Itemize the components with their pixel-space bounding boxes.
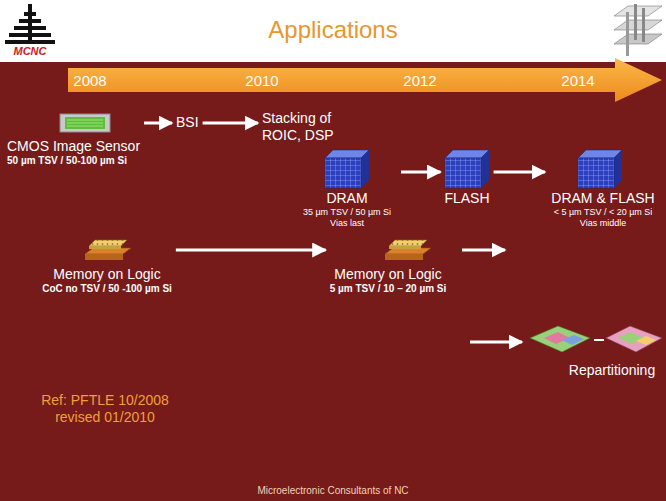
item-title: Repartitioning — [569, 362, 655, 379]
timeline-arrow — [68, 58, 662, 102]
reference-note: Ref: PFTLE 10/2008 revised 01/2010 — [30, 392, 180, 426]
application-item: BSI — [176, 114, 199, 131]
dram-stack-icon — [325, 150, 369, 188]
application-item: FLASH — [444, 148, 489, 207]
item-title: Memory on Logic — [42, 266, 172, 283]
slide-title: Applications — [268, 16, 397, 44]
logo-text: MCNC — [14, 45, 47, 58]
application-item: Memory on LogicCoC no TSV / 50 -100 µm S… — [42, 236, 172, 295]
item-title: DRAM & FLASH — [549, 190, 657, 207]
flow-arrow — [494, 171, 545, 174]
continuation-arrow — [462, 249, 505, 252]
item-spec: 50 µm TSV / 50-100 µm Si — [7, 155, 140, 167]
year-label: 2010 — [245, 72, 278, 90]
item-title: BSI — [176, 114, 199, 131]
application-item: DRAM35 µm TSV / 50 µm Si Vias last — [297, 148, 397, 229]
year-label: 2014 — [561, 72, 594, 90]
stack-illustration — [614, 4, 662, 56]
item-title: Stacking of ROIC, DSP — [262, 110, 354, 144]
application-item: Stacking of ROIC, DSP — [262, 110, 354, 144]
application-item: DRAM & FLASH< 5 µm TSV / < 20 µm Si Vias… — [549, 148, 657, 229]
item-spec: CoC no TSV / 50 -100 µm Si — [42, 283, 172, 295]
year-label: 2012 — [403, 72, 436, 90]
slide-ground — [0, 62, 666, 501]
item-spec: 35 µm TSV / 50 µm Si Vias last — [297, 207, 397, 229]
lead-in-arrow — [470, 341, 522, 344]
application-item: Memory on Logic5 µm TSV / 10 – 20 µm Si — [330, 236, 447, 295]
memory-on-logic-icon — [85, 240, 131, 260]
application-item: CMOS Image Sensor50 µm TSV / 50-100 µm S… — [7, 110, 140, 167]
flow-arrow — [203, 122, 258, 125]
footer-text: Microelectronic Consultants of NC — [257, 485, 408, 497]
mcnc-logo — [5, 4, 55, 44]
item-spec: 5 µm TSV / 10 – 20 µm Si — [330, 283, 447, 295]
repartitioning-illustration — [530, 326, 662, 352]
flow-arrow — [401, 171, 440, 174]
year-label: 2008 — [73, 72, 106, 90]
item-title: FLASH — [444, 190, 489, 207]
flash-stack-icon — [445, 150, 489, 188]
cmos-sensor-icon — [60, 114, 110, 132]
header-band — [0, 0, 666, 62]
item-spec: < 5 µm TSV / < 20 µm Si Vias middle — [549, 207, 657, 229]
memory-on-logic-icon — [385, 240, 431, 260]
item-title: CMOS Image Sensor — [7, 138, 140, 155]
dram-flash-stack-icon — [578, 150, 622, 188]
flow-arrow — [144, 122, 172, 125]
item-title: Memory on Logic — [330, 266, 447, 283]
flow-arrow — [176, 249, 326, 252]
application-item: Repartitioning — [569, 356, 655, 379]
item-title: DRAM — [297, 190, 397, 207]
